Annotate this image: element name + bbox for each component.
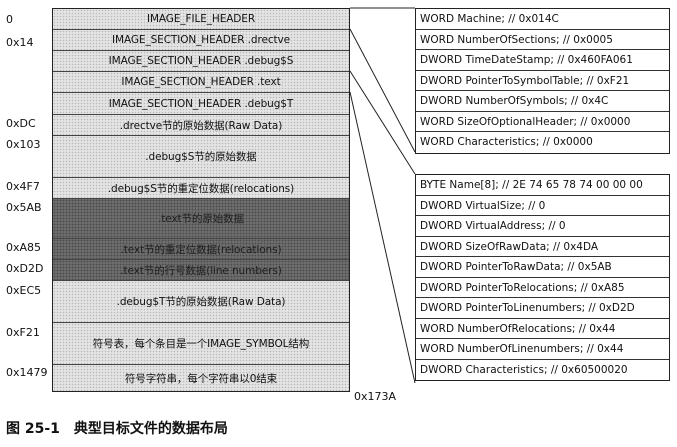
figure-title: 典型目标文件的数据布局	[73, 421, 228, 437]
file-header-field: WORD Machine; // 0x014C	[416, 9, 669, 30]
segment-debug-t-raw-data: .debug$T节的原始数据(Raw Data)	[53, 281, 349, 323]
offset-label: 0x103	[6, 138, 41, 151]
segment-symbol-table: 符号表，每个条目是一个IMAGE_SYMBOL结构	[53, 323, 349, 365]
segment-section-header-drectve: IMAGE_SECTION_HEADER .drectve	[53, 30, 349, 51]
section-header-field: DWORD PointerToRelocations; // 0xA85	[416, 278, 669, 298]
file-header-field: WORD NumberOfSections; // 0x0005	[416, 30, 669, 50]
connector-text-header-top	[349, 70, 416, 175]
segment-text-relocations: .text节的重定位数据(relocations)	[53, 239, 349, 260]
section-header-field: DWORD VirtualAddress; // 0	[416, 216, 669, 237]
segment-text-raw-data: .text节的原始数据	[53, 199, 349, 239]
object-file-layout: IMAGE_FILE_HEADER IMAGE_SECTION_HEADER .…	[52, 8, 350, 392]
file-header-field: WORD SizeOfOptionalHeader; // 0x0000	[416, 112, 669, 132]
offset-label: 0x1479	[6, 366, 48, 379]
segment-debug-s-raw-data: .debug$S节的原始数据	[53, 136, 349, 178]
segment-image-file-header: IMAGE_FILE_HEADER	[53, 9, 349, 30]
section-header-field: BYTE Name[8]; // 2E 74 65 78 74 00 00 00	[416, 175, 669, 196]
section-header-fields-box: BYTE Name[8]; // 2E 74 65 78 74 00 00 00…	[415, 174, 670, 381]
section-header-field: DWORD PointerToLinenumbers; // 0xD2D	[416, 298, 669, 319]
section-header-field: DWORD PointerToRawData; // 0x5AB	[416, 257, 669, 278]
segment-debug-s-relocations: .debug$S节的重定位数据(relocations)	[53, 178, 349, 199]
connector-file-header-bottom	[349, 28, 416, 153]
section-header-field: WORD NumberOfRelocations; // 0x44	[416, 319, 669, 339]
file-header-field: DWORD PointerToSymbolTable; // 0xF21	[416, 71, 669, 91]
offset-label: 0x5AB	[6, 201, 42, 214]
figure-number: 图 25-1	[6, 421, 60, 437]
file-header-field: DWORD NumberOfSymbols; // 0x4C	[416, 91, 669, 112]
segment-section-header-text: IMAGE_SECTION_HEADER .text	[53, 72, 349, 93]
segment-symbol-strings: 符号字符串，每个字符串以0结束	[53, 365, 349, 391]
file-header-field: DWORD TimeDateStamp; // 0x460FA061	[416, 50, 669, 71]
connector-text-header-bottom	[349, 91, 416, 384]
segment-text-line-numbers: .text节的行号数据(line numbers)	[53, 260, 349, 281]
offset-label: 0xA85	[6, 241, 42, 254]
offset-label: 0xF21	[6, 326, 40, 339]
offset-label: 0x14	[6, 36, 34, 49]
section-header-field: WORD NumberOfLinenumbers; // 0x44	[416, 339, 669, 360]
segment-section-header-debug-s: IMAGE_SECTION_HEADER .debug$S	[53, 51, 349, 72]
file-header-field: WORD Characteristics; // 0x0000	[420, 136, 593, 148]
section-header-field: DWORD Characteristics; // 0x60500020	[420, 363, 628, 376]
section-header-field: DWORD VirtualSize; // 0	[416, 196, 669, 216]
segment-drectve-raw-data: .drectve节的原始数据(Raw Data)	[53, 115, 349, 136]
offset-label: 0xD2D	[6, 262, 44, 275]
file-header-fields-box: WORD Machine; // 0x014C WORD NumberOfSec…	[415, 8, 670, 154]
segment-section-header-debug-t: IMAGE_SECTION_HEADER .debug$T	[53, 93, 349, 115]
end-offset-label: 0x173A	[354, 390, 397, 403]
offset-label: 0xEC5	[6, 284, 42, 297]
section-header-field: DWORD SizeOfRawData; // 0x4DA	[416, 237, 669, 257]
offset-label: 0x4F7	[6, 180, 40, 193]
offset-label: 0xDC	[6, 117, 36, 130]
figure-caption: 图 25-1 典型目标文件的数据布局	[6, 418, 228, 438]
offset-label: 0	[6, 13, 13, 26]
